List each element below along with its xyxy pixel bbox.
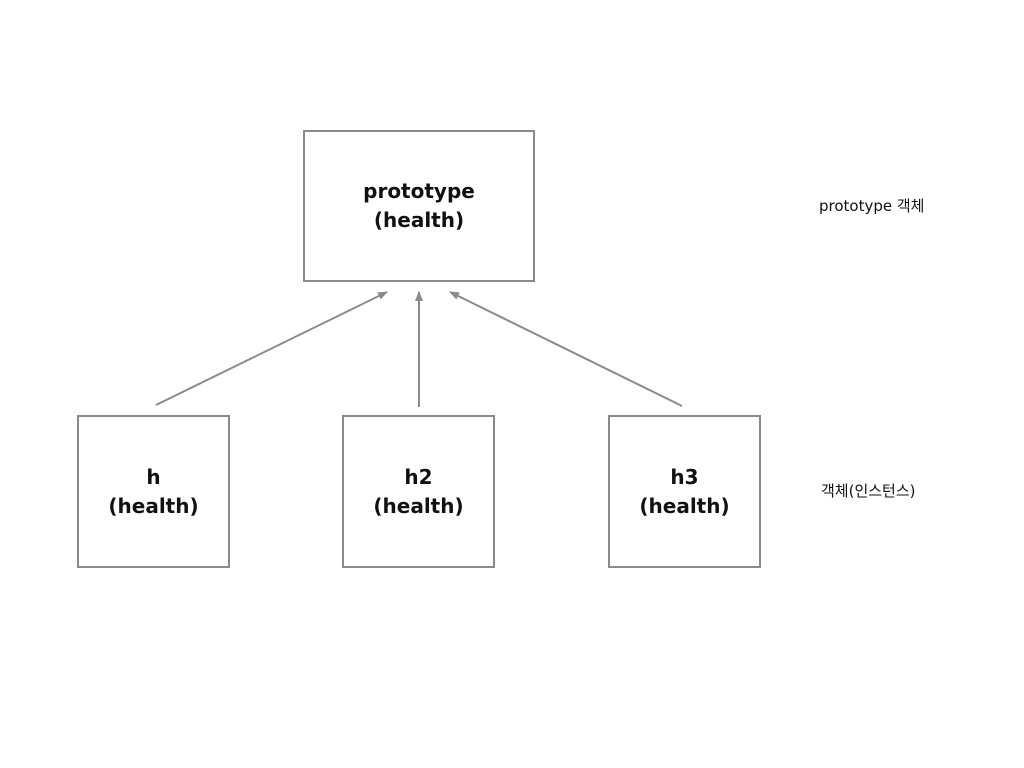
arrow-h-to-prototype bbox=[155, 291, 388, 406]
instance-node-h2: h2 (health) bbox=[342, 415, 495, 568]
instance-node-h3: h3 (health) bbox=[608, 415, 761, 568]
instance-node-title: h3 bbox=[670, 464, 699, 489]
instance-node-subtitle: (health) bbox=[639, 493, 730, 518]
instance-objects-label: 객체(인스턴스) bbox=[821, 482, 916, 500]
prototype-node: prototype (health) bbox=[303, 130, 535, 282]
arrow-h3-to-prototype bbox=[449, 291, 683, 407]
instance-node-subtitle: (health) bbox=[373, 493, 464, 518]
prototype-node-title: prototype bbox=[363, 179, 475, 203]
instance-node-subtitle: (health) bbox=[108, 493, 199, 518]
prototype-node-subtitle: (health) bbox=[373, 208, 465, 232]
instance-node-title: h bbox=[146, 464, 161, 489]
prototype-object-label: prototype 객체 bbox=[819, 197, 925, 215]
instance-node-h: h (health) bbox=[77, 415, 230, 568]
instance-node-title: h2 bbox=[404, 464, 433, 489]
